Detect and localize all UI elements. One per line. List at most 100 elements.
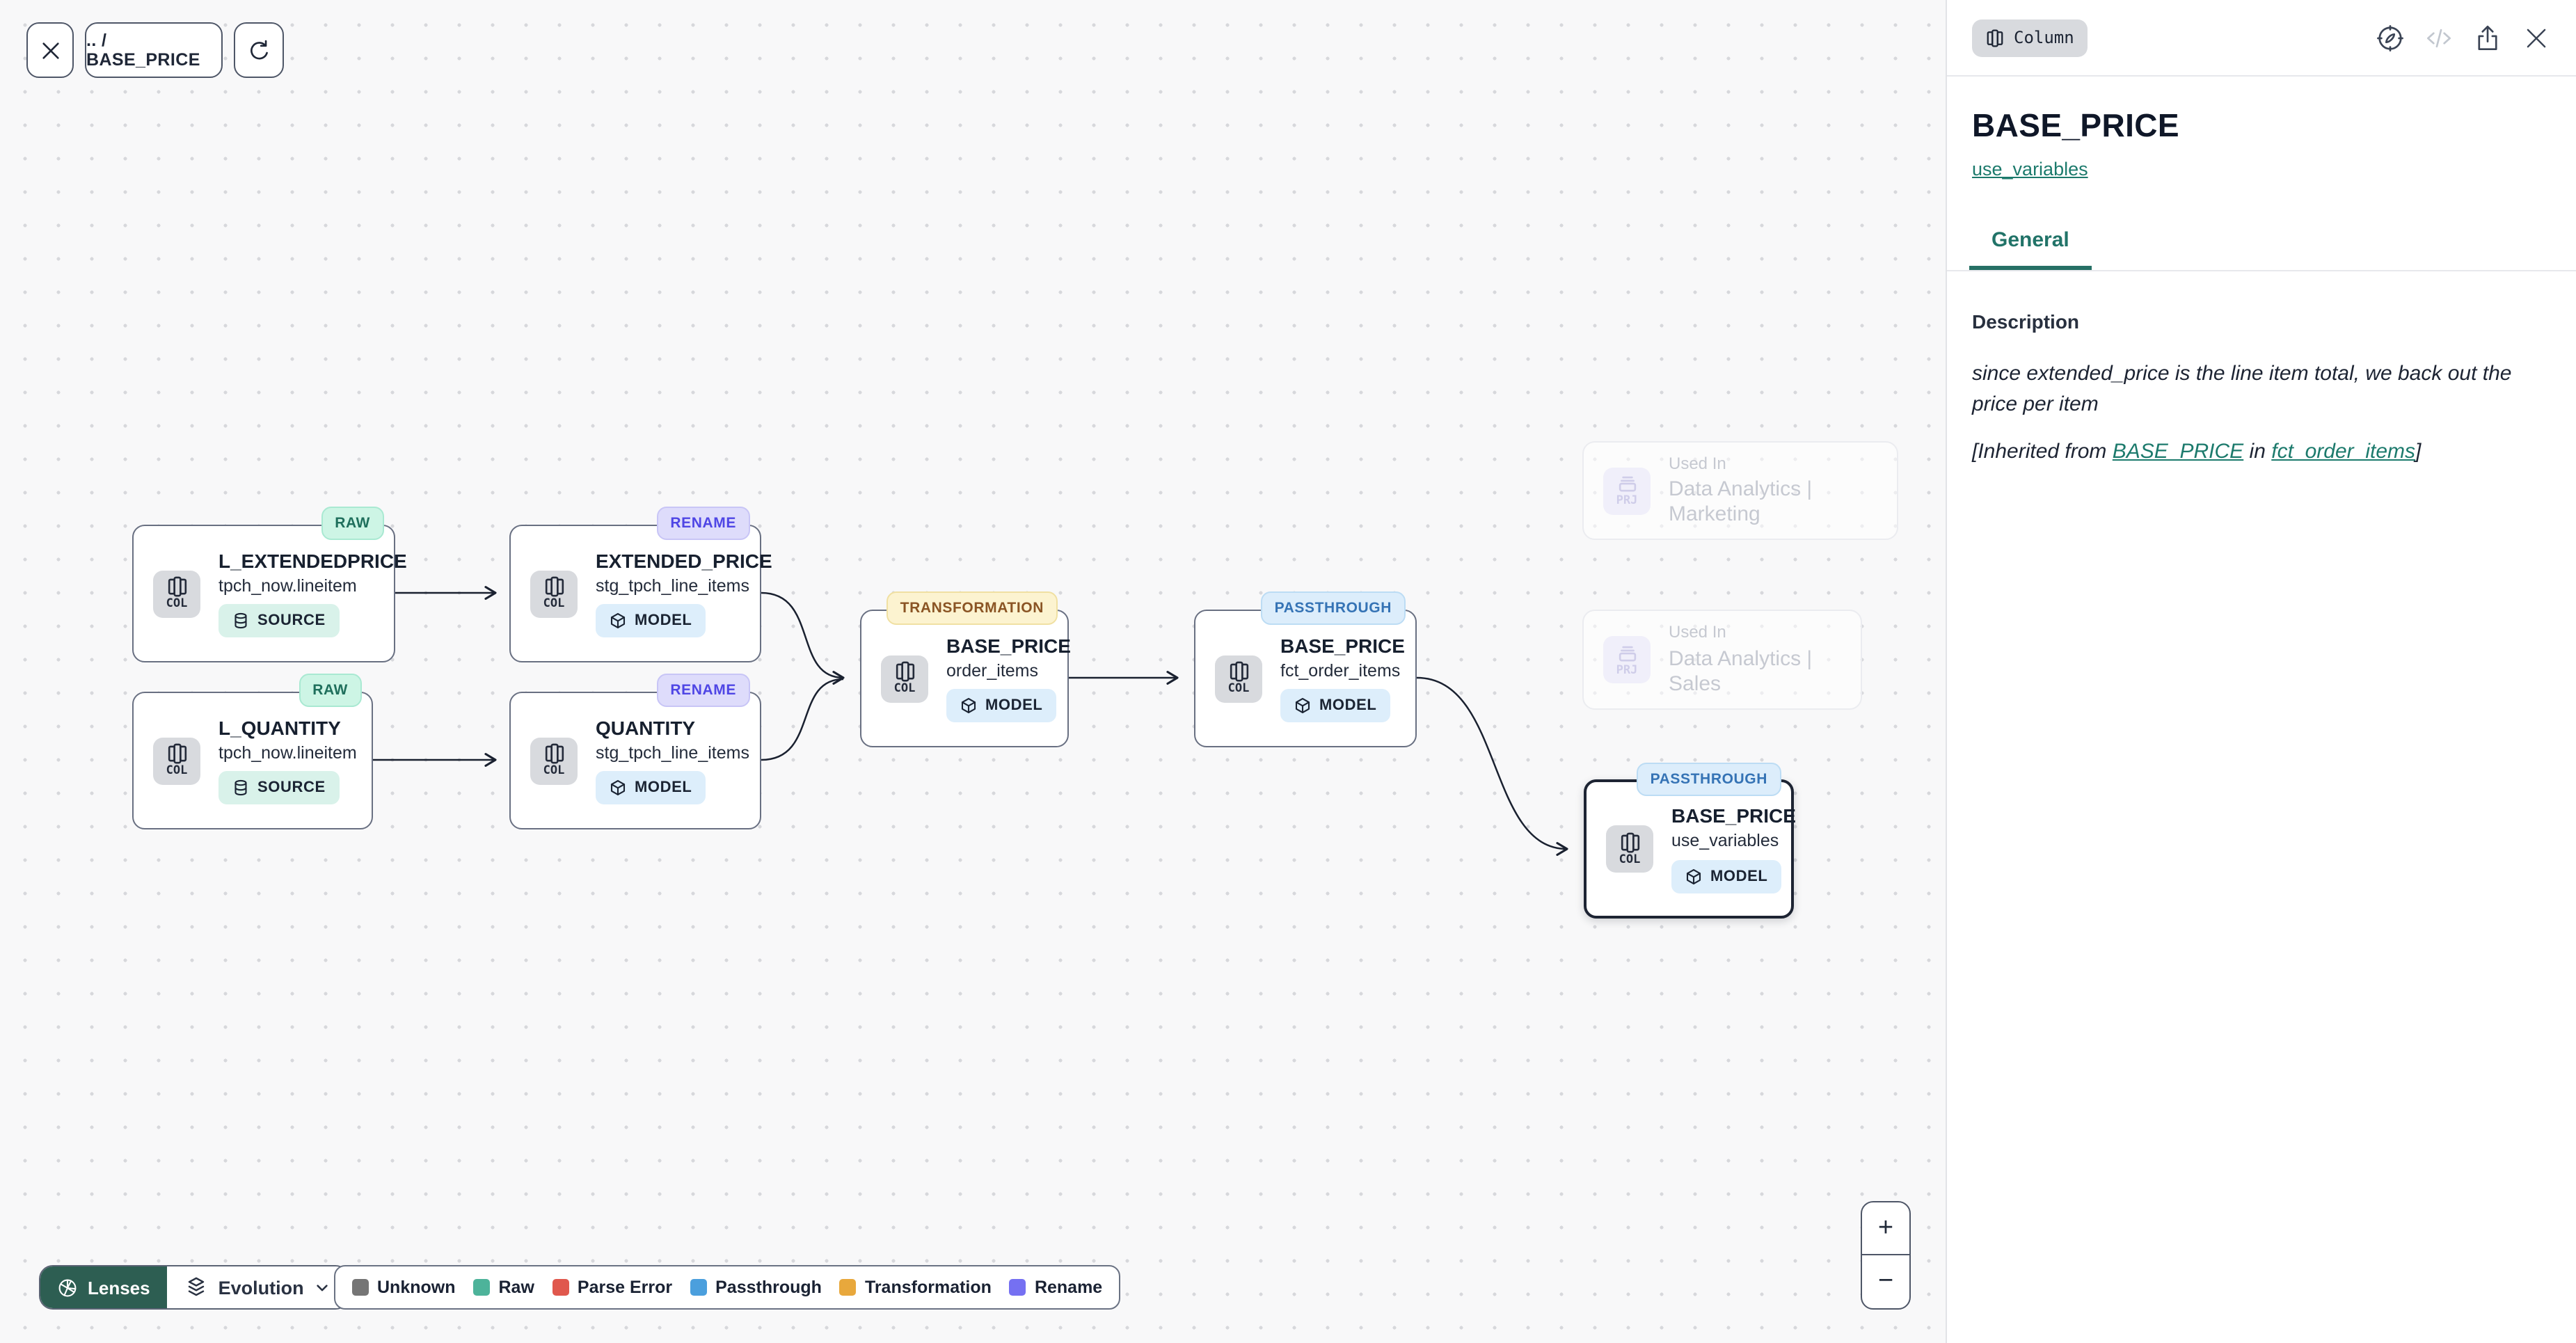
breadcrumb[interactable]: .. / BASE_PRICE [85, 22, 223, 78]
kind-label: COL [1619, 852, 1641, 867]
column-kind-box: COL [1606, 825, 1653, 873]
lenses-button[interactable]: Lenses [40, 1266, 167, 1308]
layers-icon [185, 1276, 207, 1298]
cube-icon [1294, 697, 1311, 714]
panel-title: BASE_PRICE [1972, 107, 2179, 143]
description-label: Description [1972, 310, 2080, 333]
node-extended-price[interactable]: RENAME COL EXTENDED_PRICE stg_tpch_line_… [509, 507, 772, 662]
legend-item-parse-error: Parse Error [552, 1278, 672, 1297]
entity-type-badge: Column [1972, 19, 2088, 56]
node-base-price-fct-order-items[interactable]: PASSTHROUGH COL BASE_PRICE fct_order_ite… [1194, 591, 1417, 747]
edge-type-badge: RENAME [656, 507, 750, 540]
refresh-button[interactable] [234, 22, 284, 78]
lenses-label: Lenses [88, 1277, 150, 1298]
chip-label: SOURCE [257, 612, 326, 630]
column-icon [1986, 29, 2004, 47]
kind-label: COL [166, 764, 188, 779]
node-l-extendedprice[interactable]: RAW COL L_EXTENDEDPRICE tpch_now.lineite… [132, 507, 407, 662]
cube-icon [960, 697, 977, 714]
lens-control: Lenses Evolution [39, 1265, 350, 1310]
kind-label: PRJ [1616, 494, 1638, 509]
edge-type-badge: RAW [299, 674, 362, 707]
kind-label: COL [893, 682, 916, 697]
tab-general[interactable]: General [1969, 216, 2092, 270]
aperture-icon [57, 1277, 78, 1298]
used-in-label: Used In [1669, 622, 1726, 642]
model-chip: MODEL [1280, 689, 1391, 723]
node-l-quantity[interactable]: RAW COL L_QUANTITY tpch_now.lineitem SOU… [132, 674, 373, 829]
column-icon [166, 577, 187, 598]
inherited-model-link[interactable]: fct_order_items [2271, 439, 2415, 463]
inherited-column-link[interactable]: BASE_PRICE [2112, 439, 2244, 463]
legend-swatch [690, 1279, 708, 1296]
model-chip: MODEL [946, 689, 1057, 723]
node-subtitle: stg_tpch_line_items [596, 575, 749, 596]
inherited-note: [Inherited from BASE_PRICE in fct_order_… [1972, 439, 2422, 463]
used-in-label: Used In [1669, 453, 1726, 473]
project-kind-box: PRJ [1603, 467, 1651, 514]
node-subtitle: tpch_now.lineitem [218, 742, 357, 763]
chip-label: MODEL [635, 779, 692, 797]
project-stack-icon [1616, 643, 1637, 664]
kind-label: PRJ [1616, 663, 1638, 678]
close-lineage-button[interactable] [26, 22, 74, 78]
column-icon [543, 577, 564, 598]
edge-type-badge: PASSTHROUGH [1260, 591, 1406, 625]
model-chip: MODEL [596, 771, 706, 805]
panel-tabs: General [1947, 216, 2576, 271]
legend-item-transformation: Transformation [839, 1278, 992, 1297]
column-icon [543, 744, 564, 765]
kind-label: COL [1227, 682, 1250, 697]
legend-item-rename: Rename [1009, 1278, 1102, 1297]
node-subtitle: fct_order_items [1280, 660, 1401, 681]
kind-label: COL [543, 597, 565, 612]
refresh-icon [247, 38, 271, 62]
chevron-down-icon [315, 1280, 331, 1295]
column-icon [1619, 832, 1640, 853]
column-icon [166, 744, 187, 765]
node-title: BASE_PRICE [1280, 634, 1405, 657]
legend-item-passthrough: Passthrough [690, 1278, 822, 1297]
panel-header: Column [1947, 0, 2576, 77]
node-base-price-order-items[interactable]: TRANSFORMATION COL BASE_PRICE order_item… [860, 591, 1071, 747]
cube-icon [1685, 868, 1702, 884]
column-kind-box: COL [153, 570, 200, 617]
edge-type-badge: TRANSFORMATION [886, 591, 1058, 625]
zoom-in-button[interactable]: + [1862, 1202, 1909, 1255]
legend-swatch [352, 1279, 369, 1296]
code-icon[interactable] [2424, 23, 2454, 52]
legend-item-unknown: Unknown [352, 1278, 456, 1297]
source-chip: SOURCE [218, 604, 340, 638]
share-icon[interactable] [2473, 23, 2502, 52]
source-chip: SOURCE [218, 771, 340, 805]
compass-icon[interactable] [2376, 23, 2405, 52]
close-panel-icon[interactable] [2522, 23, 2551, 52]
used-in-card-sales[interactable]: PRJ Used In Data Analytics | Sales [1582, 610, 1862, 710]
project-stack-icon [1616, 474, 1637, 495]
node-title: L_EXTENDEDPRICE [218, 549, 407, 572]
node-base-price-use-variables[interactable]: PASSTHROUGH COL BASE_PRICE use_variables… [1584, 763, 1796, 919]
node-subtitle: order_items [946, 660, 1038, 681]
cube-icon [610, 779, 626, 796]
details-panel: Column BASE_PRICE use_variables General … [1946, 0, 2576, 1343]
node-title: BASE_PRICE [1671, 804, 1796, 827]
node-quantity[interactable]: RENAME COL QUANTITY stg_tpch_line_items … [509, 674, 761, 829]
legend-swatch [473, 1279, 491, 1296]
edge-type-badge: PASSTHROUGH [1636, 763, 1781, 796]
edge-type-badge: RENAME [656, 674, 750, 707]
zoom-out-button[interactable]: − [1877, 1266, 1894, 1296]
breadcrumb-label: .. / BASE_PRICE [86, 31, 200, 70]
node-subtitle: stg_tpch_line_items [596, 742, 749, 763]
model-link[interactable]: use_variables [1972, 159, 2088, 180]
used-in-card-marketing[interactable]: PRJ Used In Data Analytics | Marketing [1582, 441, 1898, 540]
column-icon [894, 662, 915, 683]
node-title: EXTENDED_PRICE [596, 549, 772, 572]
active-lens-label: Evolution [218, 1277, 304, 1298]
edge-type-badge: RAW [321, 507, 384, 540]
node-subtitle: use_variables [1671, 831, 1779, 851]
model-chip: MODEL [1671, 859, 1782, 893]
used-in-name: Data Analytics | Sales [1669, 646, 1813, 696]
lens-selector-dropdown[interactable]: Evolution [166, 1266, 349, 1308]
database-icon [232, 779, 249, 796]
used-in-name: Data Analytics | Marketing [1669, 477, 1813, 527]
